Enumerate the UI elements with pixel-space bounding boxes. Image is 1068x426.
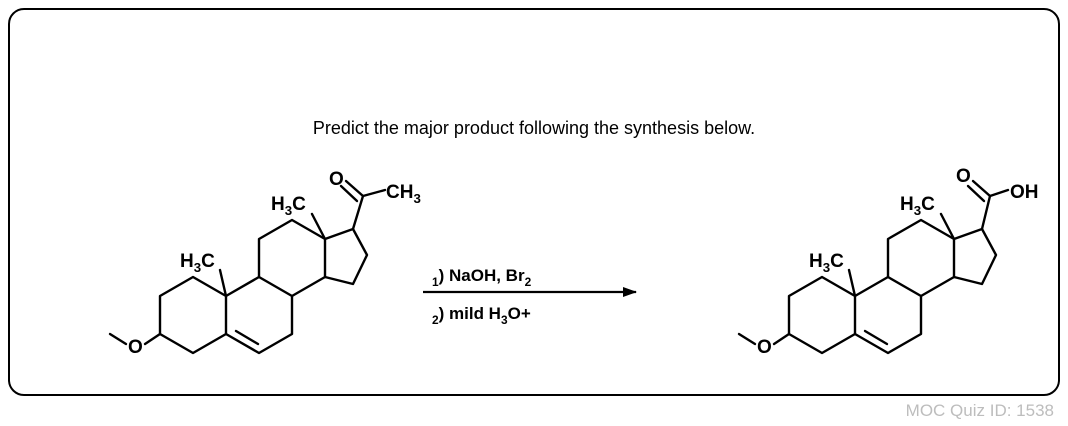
question-prompt: Predict the major product following the …	[312, 118, 756, 138]
condition-step-2: 2) mild H3O+	[432, 304, 531, 327]
reactant-bonds	[108, 179, 387, 355]
product-hydroxyl-label: OH	[1010, 182, 1039, 203]
quiz-id-label: MOC Quiz ID: 1538	[905, 401, 1054, 420]
reactant-ketone-oxygen-label: O	[329, 169, 344, 190]
reactant-acetyl-methyl-label: CH3	[386, 182, 421, 206]
reactant-molecule: H3C H3C O CH3 O	[108, 169, 421, 358]
product-ether-oxygen-label: O	[757, 337, 772, 358]
product-acid-oxygen-label: O	[956, 166, 971, 187]
reaction-conditions: 1) NaOH, Br2 2) mild H3O+	[423, 266, 637, 327]
reactant-methyl-c10-label: H3C	[180, 251, 215, 275]
product-bonds	[737, 179, 1010, 355]
product-methyl-c13-label: H3C	[900, 194, 935, 218]
product-molecule: H3C H3C O OH O	[737, 166, 1039, 358]
question-frame	[8, 8, 1060, 396]
reactant-methyl-c13-label: H3C	[271, 194, 306, 218]
reactant-ether-oxygen-label: O	[128, 337, 143, 358]
condition-step-1: 1) NaOH, Br2	[432, 266, 532, 289]
product-methyl-c10-label: H3C	[809, 251, 844, 275]
